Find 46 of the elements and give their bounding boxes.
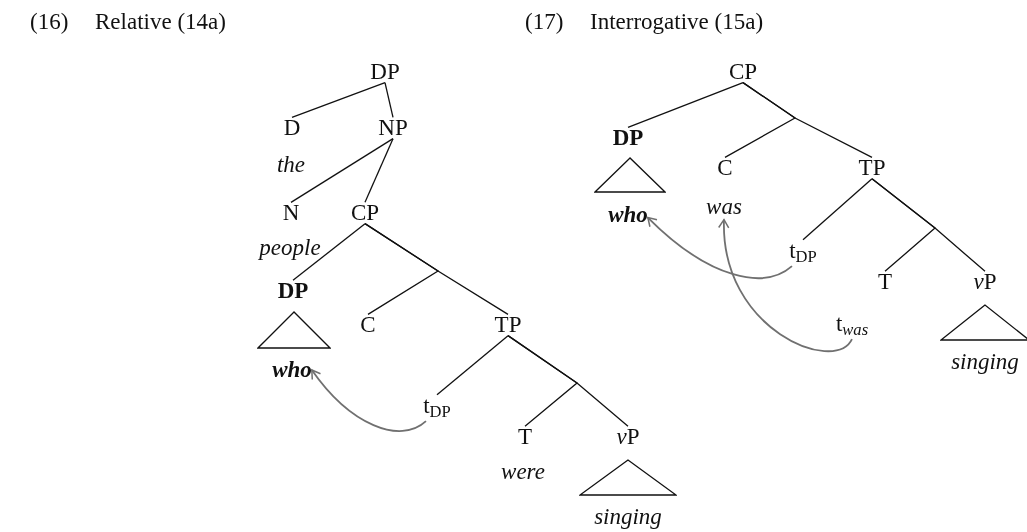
word-label: singing [594, 504, 662, 530]
example-heading: Interrogative (15a) [590, 9, 764, 35]
word-label: was [706, 194, 742, 220]
category-label: t$_{DP}$ [423, 392, 451, 422]
word-label: were [501, 459, 545, 485]
branch-line [290, 138, 394, 203]
example-number: (16) [30, 9, 69, 35]
branch-line [364, 138, 394, 203]
category-label: DP [277, 278, 309, 304]
word-label: t$_{was}$ [835, 310, 869, 340]
category-label: T [877, 269, 893, 295]
branch-line [291, 82, 386, 118]
category-label: CP [350, 200, 380, 226]
category-label: vP [973, 269, 997, 295]
movement-arrow [310, 369, 427, 432]
example-heading: Relative (14a) [95, 9, 226, 35]
category-label: DP [370, 59, 400, 85]
branch-line [507, 335, 629, 427]
category-label: DP [612, 125, 644, 151]
movement-arrow [646, 216, 793, 279]
category-label: C [360, 312, 376, 338]
branch-line [292, 223, 366, 281]
word-label: who [608, 202, 648, 228]
category-label: N [282, 200, 300, 226]
branch-line [384, 82, 394, 118]
word-label: the [276, 152, 306, 178]
branch-line [871, 178, 986, 272]
category-label: D [283, 115, 301, 141]
movement-arrow [718, 218, 853, 353]
branch-line [364, 223, 509, 315]
word-label: singing [951, 349, 1019, 375]
category-label: CP [728, 59, 758, 85]
category-label: TP [494, 312, 522, 338]
category-label: C [717, 155, 733, 181]
branch-line [742, 82, 873, 158]
category-label: t$_{DP}$ [789, 237, 817, 267]
branch-line [802, 178, 873, 241]
category-label: NP [378, 115, 408, 141]
branch-line [436, 335, 509, 396]
category-label: T [517, 424, 533, 450]
branch-line [627, 82, 744, 128]
category-label: vP [616, 424, 640, 450]
word-label: who [272, 357, 312, 383]
word-label: people [259, 235, 321, 261]
category-label: TP [858, 155, 886, 181]
example-number: (17) [525, 9, 564, 35]
